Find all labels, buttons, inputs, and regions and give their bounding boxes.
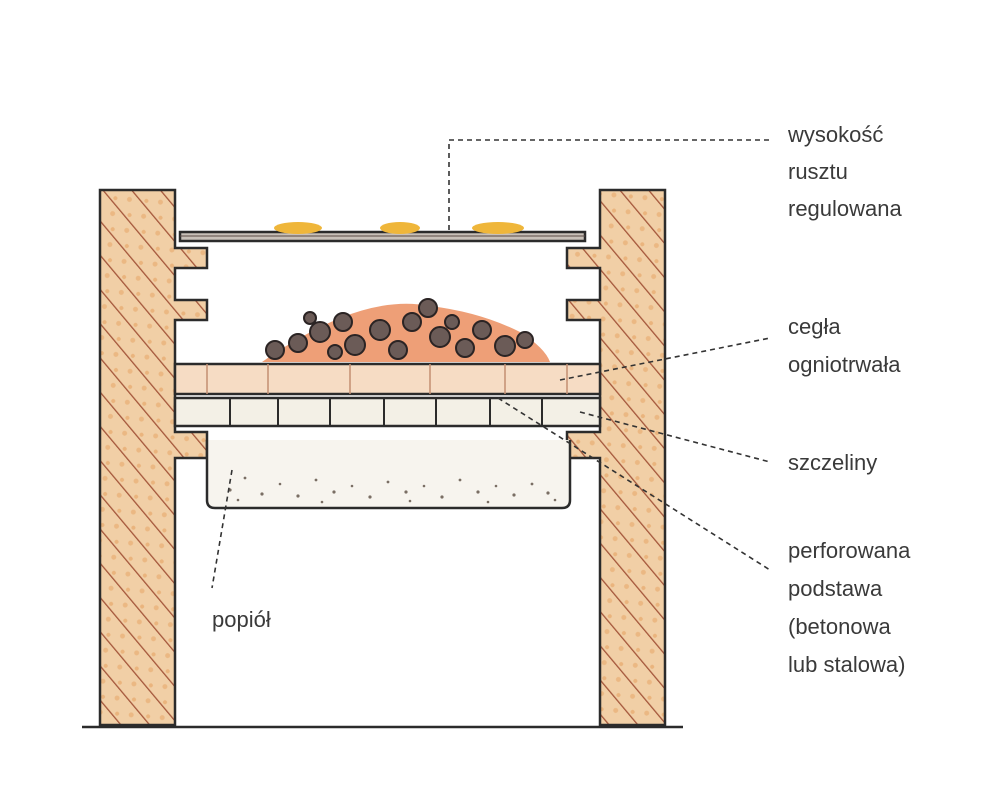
leader-grate-height [448,139,770,230]
left-brick-wall [98,188,209,727]
label-perforated-base: perforowana podstawa (betonowa lub stalo… [788,538,916,677]
perforated-base [173,396,602,428]
label-grate-height: wysokość rusztu regulowana [787,122,903,221]
adjustable-grate [178,222,587,243]
leader-ash [211,469,233,589]
grilled-food [472,222,524,234]
right-brick-wall [565,188,667,727]
label-firebrick: cegła ogniotrwała [788,314,901,377]
label-ash: popiół [212,607,271,632]
label-slots: szczeliny [788,450,877,475]
firebrick-row [173,362,602,396]
charcoal-embers [262,298,550,362]
ash-tray [205,440,572,510]
leader-slots [579,411,771,463]
grilled-food [274,222,322,234]
grilled-food [380,222,420,234]
